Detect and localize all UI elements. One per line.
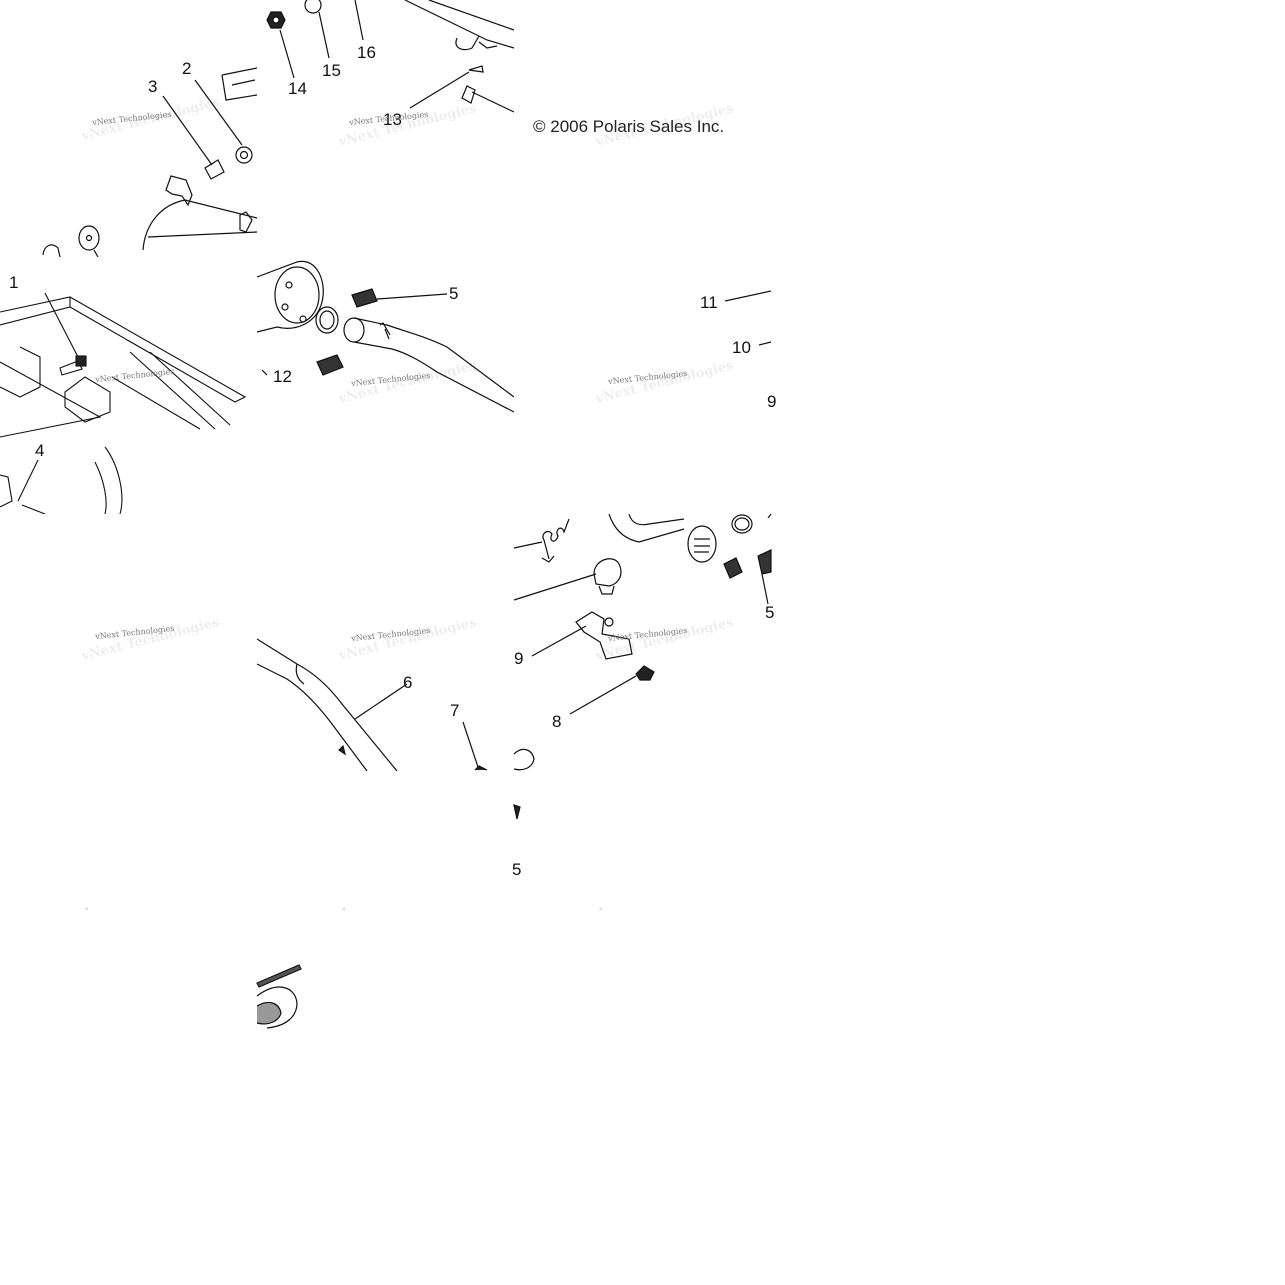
callout-5-edge: 5 xyxy=(512,860,522,879)
callout-2: 2 xyxy=(182,59,192,78)
tile-r4c3-drawing xyxy=(513,804,521,820)
diagram-tile-r3c2: 6 7 vNext Technologies vNext Technologie… xyxy=(256,514,514,772)
diagram-tile-r4c2: ° xyxy=(256,771,514,1029)
tile-r1c2-drawing xyxy=(266,0,515,113)
callout-9: 9 xyxy=(514,649,524,668)
callout-15: 15 xyxy=(322,61,341,80)
diagram-tile-r3c3: 9 8 5 vNext Technologies vNext Technolog… xyxy=(513,513,775,771)
tile-r2c2-drawing xyxy=(256,260,515,413)
callout-3: 3 xyxy=(148,77,158,96)
watermark-dot: ° xyxy=(342,906,346,916)
copyright-notice: © 2006 Polaris Sales Inc. xyxy=(533,117,725,136)
diagram-tile-r1c2: 14 15 16 13 vNext Technologies vNext Tec… xyxy=(257,0,515,257)
watermark-dot: ° xyxy=(599,906,603,916)
callout-9-partial: 9 xyxy=(767,392,777,411)
diagram-tile-r2c3: 11 10 9 vNext Technologies vNext Technol… xyxy=(514,257,776,514)
callout-7: 7 xyxy=(450,701,460,720)
diagram-tile-r2c2: 5 12 vNext Technologies vNext Technologi… xyxy=(256,257,515,514)
callout-5-partial: 5 xyxy=(765,603,775,622)
callout-13: 13 xyxy=(383,110,402,129)
callout-10: 10 xyxy=(732,338,751,357)
callout-12: 12 xyxy=(273,367,292,386)
tile-r4c2-drawing xyxy=(256,964,302,1029)
diagram-tile-r1c3: vNext Technologies xyxy=(514,0,771,257)
callout-8: 8 xyxy=(552,712,562,731)
diagram-tile-r4c3: 5 ° xyxy=(512,771,771,1028)
tile-r2c3-drawing xyxy=(724,290,772,346)
callout-4: 4 xyxy=(35,441,45,460)
callout-11: 11 xyxy=(700,293,718,312)
callout-14: 14 xyxy=(288,79,307,98)
diagram-tile-r3c1: vNext Technologies vNext Technologies xyxy=(0,514,257,771)
tile-r3c2-drawing xyxy=(256,638,488,772)
diagram-tile-r2c1: 1 4 vNext Technologies xyxy=(0,257,257,515)
tile-r1c1-drawing xyxy=(42,67,258,258)
watermark-dot: ° xyxy=(85,906,89,916)
callout-5: 5 xyxy=(449,284,459,303)
callout-6: 6 xyxy=(403,673,413,692)
callout-16: 16 xyxy=(357,43,376,62)
tile-r2c1-drawing xyxy=(0,292,247,515)
callout-1: 1 xyxy=(9,273,19,292)
diagram-tile-r1c1: 2 3 vNext Technologies vNext Technologie… xyxy=(0,0,258,258)
tile-r3c3-drawing xyxy=(513,513,772,771)
